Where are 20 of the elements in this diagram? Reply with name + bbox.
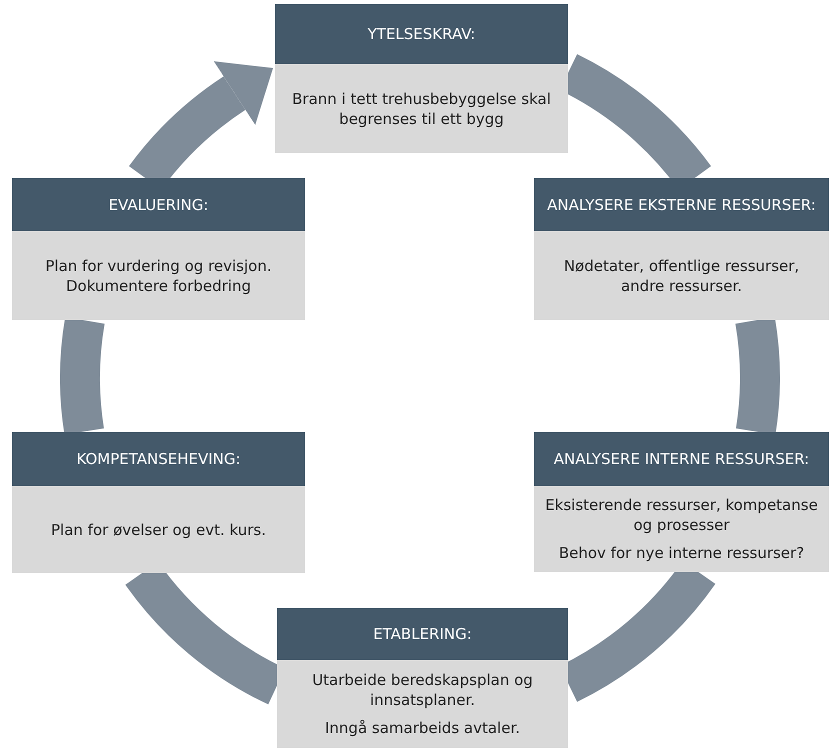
- stage-description: Inngå samarbeids avtaler.: [324, 718, 520, 738]
- stage-description: Utarbeide beredskapsplan og innsatsplaner.: [311, 670, 534, 710]
- stage-card: [534, 178, 829, 320]
- stage-description: Plan for vurdering og revisjon. Dokumentere forbedring: [44, 256, 273, 296]
- stage-description: Eksisterende ressurser, kompetanse og prosesser: [544, 495, 819, 535]
- stage-card: [12, 432, 305, 573]
- stage-card: [277, 608, 568, 748]
- stage-card: [12, 178, 305, 320]
- stage-description: Behov for nye interne ressurser?: [558, 543, 804, 563]
- stage-title: ANALYSERE INTERNE RESSURSER:: [534, 432, 829, 486]
- stage-description: Plan for øvelser og evt. kurs.: [51, 520, 266, 540]
- stage-description: Nødetater, offentlige ressurser, andre ressurser.: [562, 256, 800, 296]
- stage-card: [534, 432, 829, 572]
- stage-title: ANALYSERE EKSTERNE RESSURSER:: [534, 178, 829, 231]
- stage-card: [275, 4, 568, 153]
- stage-description: Brann i tett trehusbebyggelse skal begrenses til ett bygg: [291, 88, 552, 128]
- stage-title: YTELSESKRAV:: [275, 4, 568, 64]
- stage-title: KOMPETANSEHEVING:: [12, 432, 305, 486]
- stage-title: EVALUERING:: [12, 178, 305, 231]
- stage-title: ETABLERING:: [277, 608, 568, 660]
